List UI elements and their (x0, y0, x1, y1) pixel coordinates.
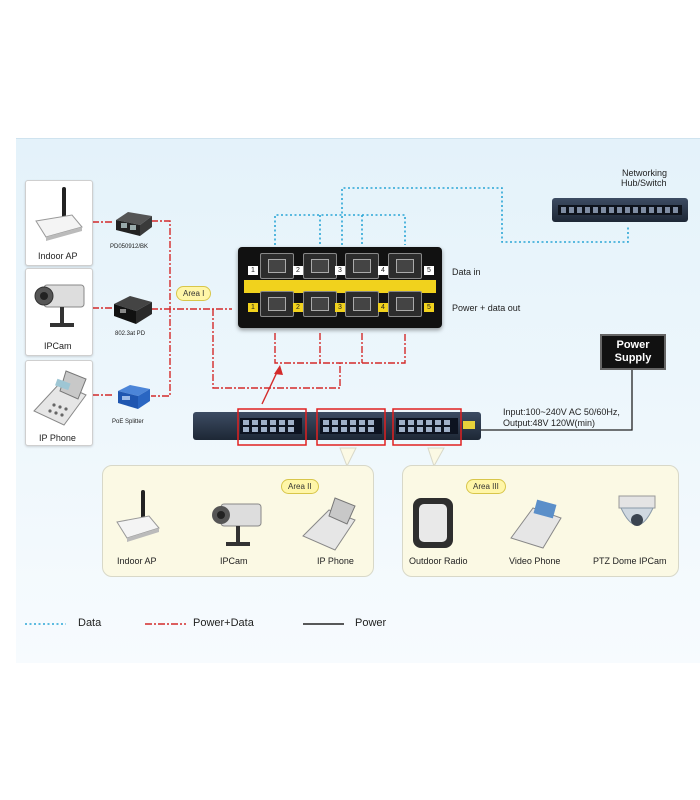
data-port (388, 253, 422, 279)
spec-input: Input:100~240V AC 50/60Hz, (503, 407, 620, 417)
power-data-port (303, 291, 337, 317)
device-card-ip-phone: IP Phone (25, 360, 93, 446)
ptz-dome-camera-icon (618, 495, 656, 526)
device-card-ipcam: IPCam (25, 268, 93, 356)
power-supply-line1: Power (616, 339, 650, 351)
wireless-ap-icon (116, 490, 160, 542)
networking-switch (552, 198, 688, 222)
port-number: 4 (378, 303, 388, 312)
poe-rack-unit (193, 412, 481, 440)
port-number: 1 (248, 266, 258, 275)
device-label: IP Phone (39, 433, 76, 443)
device-label: Indoor AP (117, 556, 157, 566)
port-number: 2 (293, 303, 303, 312)
device-label: PTZ Dome IPCam (593, 556, 667, 566)
video-phone-icon (510, 499, 562, 549)
device-label: IP Phone (317, 556, 354, 566)
data-port (260, 253, 294, 279)
device-label: Indoor AP (38, 251, 78, 261)
port-number: 5 (424, 266, 434, 275)
adapter-label: PoE Splitter (112, 419, 144, 425)
device-label: IPCam (44, 341, 72, 351)
port-number: 4 (378, 266, 388, 275)
power-supply-line2: Supply (614, 352, 652, 364)
port-number: 5 (424, 303, 434, 312)
power-data-out-label: Power + data out (452, 303, 521, 313)
ip-camera-icon (212, 503, 262, 546)
power-supply-box: Power Supply (600, 334, 666, 370)
port-number: 1 (248, 303, 258, 312)
port-number: 2 (293, 266, 303, 275)
ip-phone-icon (302, 497, 356, 551)
ip-phone-icon (33, 370, 87, 426)
outdoor-radio-icon (413, 498, 453, 548)
legend-power-data-label: Power+Data (193, 617, 254, 629)
area-3-panel: Area III Outdoor Radio Video Phone PTZ D… (402, 465, 679, 577)
device-label: IPCam (220, 556, 248, 566)
power-data-strip (244, 280, 436, 293)
blue-splitter-icon (118, 385, 150, 409)
spec-output: Output:48V 120W(min) (503, 418, 596, 428)
device-card-indoor-ap: Indoor AP (25, 180, 93, 266)
adapter-label: PD050912/BK (110, 244, 149, 250)
legend-power-label: Power (355, 617, 387, 629)
adapter-label: 802.3at PD (115, 331, 146, 337)
port-number: 3 (335, 266, 345, 275)
data-port (303, 253, 337, 279)
area-2-badge: Area II (281, 479, 319, 494)
power-data-port (388, 291, 422, 317)
legend-data-label: Data (78, 617, 102, 629)
pd-box-icon (114, 296, 152, 324)
area-2-panel: Area II Indoor AP IPCam IP Phone (102, 465, 374, 577)
device-label: Video Phone (509, 556, 561, 566)
hub-label-line2: Hub/Switch (621, 178, 667, 188)
port-number: 3 (335, 303, 345, 312)
splitter-box-icon (116, 212, 152, 236)
data-in-label: Data in (452, 267, 481, 277)
device-label: Outdoor Radio (409, 556, 468, 566)
power-data-port (345, 291, 379, 317)
data-port (345, 253, 379, 279)
power-data-port (260, 291, 294, 317)
hub-label-line1: Networking (622, 168, 668, 178)
area-1-badge: Area I (176, 286, 212, 301)
wireless-ap-icon (35, 187, 83, 241)
area-3-badge: Area III (466, 479, 506, 494)
ip-camera-icon (34, 284, 85, 327)
poe-injector-panel: 1 2 3 4 5 1 2 3 4 5 (238, 247, 442, 328)
